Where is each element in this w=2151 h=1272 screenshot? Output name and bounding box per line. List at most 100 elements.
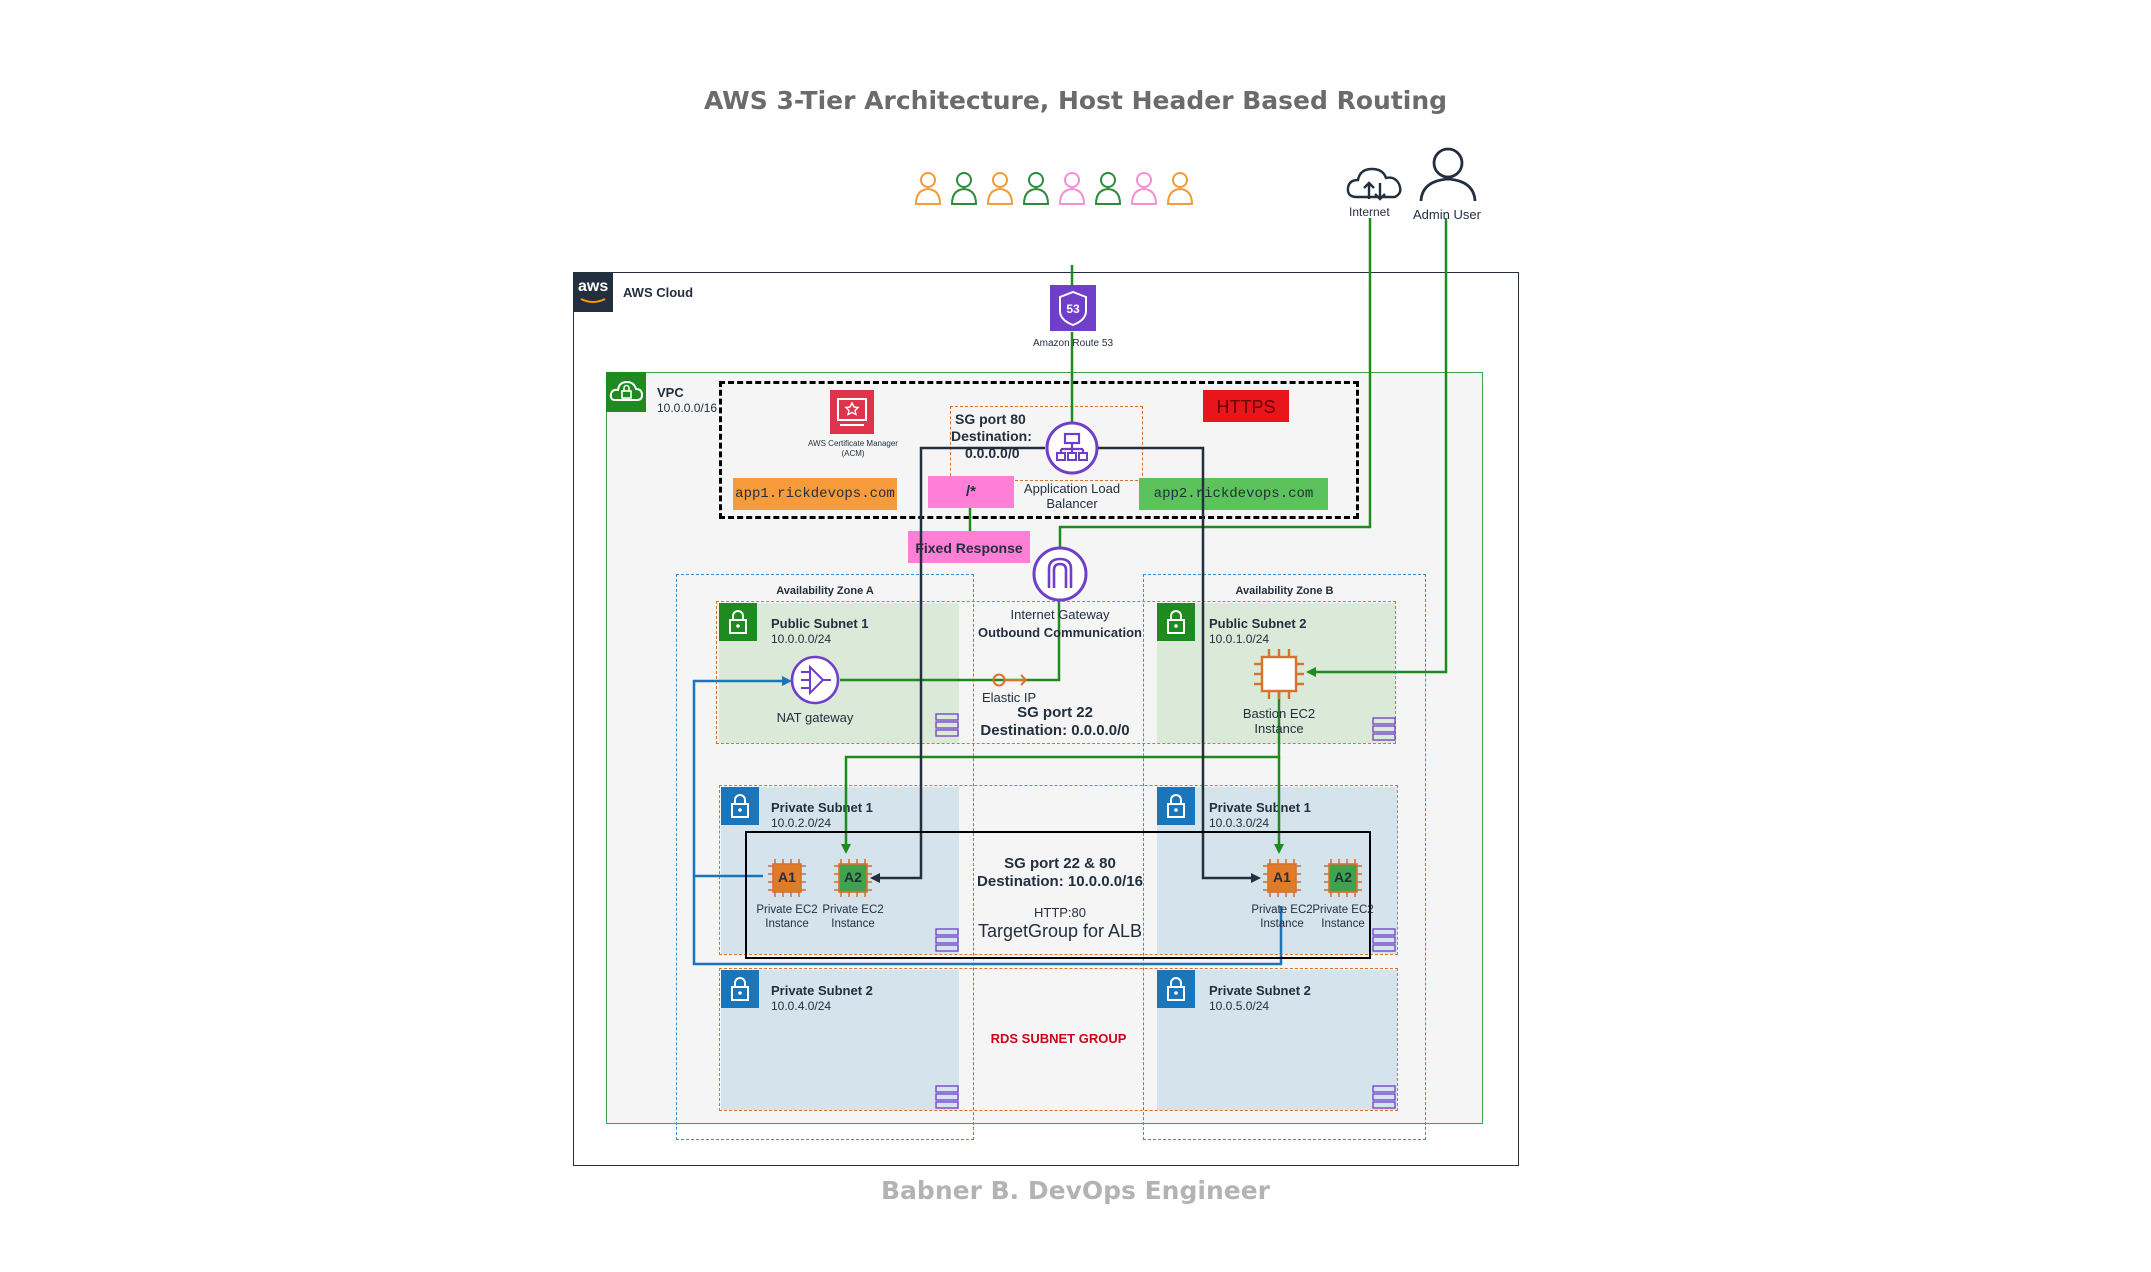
outbound-label: Outbound Communication (978, 625, 1142, 640)
admin-to-bastion-line (1310, 218, 1448, 674)
author-footer: Babner B. DevOps Engineer (881, 1176, 1270, 1205)
rds-subnet-group-label: RDS SUBNET GROUP (990, 1031, 1127, 1046)
private-subnet-1a-cidr: 10.0.2.0/24 (771, 816, 832, 830)
users-group (912, 170, 1202, 206)
ec2-badge-label: A1 (778, 869, 796, 885)
private-subnet-2a (721, 970, 959, 1110)
user-icon (950, 172, 978, 205)
acm-label: AWS Certificate Manager (ACM) (808, 439, 898, 458)
igw-to-nat-line (840, 600, 1061, 682)
private-subnet-2a-cidr: 10.0.4.0/24 (771, 999, 832, 1013)
private-subnet-2-band (719, 968, 1398, 1111)
ec2-badge-label: A1 (1273, 869, 1291, 885)
ec2-label-line2: Instance (831, 918, 875, 930)
public-subnet-1-name: Public Subnet 1 (771, 616, 869, 631)
acm-certificate-icon (830, 390, 874, 434)
diagram-title: AWS 3-Tier Architecture, Host Header Bas… (703, 86, 1448, 115)
private-subnet-1a-name: Private Subnet 1 (771, 800, 873, 815)
private-to-nat-line (692, 679, 1283, 966)
private-subnet-1a-lock-icon (721, 787, 759, 825)
elastic-ip-label: Elastic IP (982, 690, 1037, 705)
target-group-label: TargetGroup for ALB (977, 921, 1143, 941)
availability-zone-a (676, 574, 974, 1140)
private-ec2-a2-zone-b: A2 (1323, 858, 1363, 898)
ec2-label-line1: Private EC2 (1312, 904, 1374, 916)
ec2-label-line1: Private EC2 (1251, 904, 1313, 916)
user-icon (1130, 172, 1158, 205)
vpc-icon (606, 372, 646, 412)
ec2-badge-label: A2 (1334, 869, 1352, 885)
users-icons (914, 172, 1194, 205)
internet-to-igw-line (1058, 218, 1372, 550)
internet-label: Internet (1349, 205, 1390, 219)
sg-port-80-box (950, 406, 1143, 481)
route-app2: app2.rickdevops.com (1139, 478, 1328, 510)
aws-logo-icon: aws (573, 272, 613, 312)
fixed-response: Fixed Response (908, 531, 1030, 563)
user-icon (1022, 172, 1050, 205)
route53-badge: 53 (1066, 302, 1080, 316)
private-subnet-2b-cidr: 10.0.5.0/24 (1209, 999, 1270, 1013)
private-subnet-2b (1157, 970, 1397, 1110)
application-load-balancer-icon (1045, 421, 1099, 475)
https-badge: HTTPS (1203, 390, 1289, 422)
nat-gateway-label: NAT gateway (776, 710, 854, 725)
alb-to-a2-line (876, 446, 1045, 880)
vpc-cidr: 10.0.0.0/16 (657, 401, 718, 415)
private-ec2-a2-zone-a: A2 (833, 858, 873, 898)
public-subnet-2-lock-icon (1157, 603, 1195, 641)
availability-zone-b (1143, 574, 1426, 1140)
private-ec2-a1-zone-b: A1 (1262, 858, 1302, 898)
route-default: /* (928, 476, 1014, 508)
internet-icon (1345, 163, 1405, 205)
user-icon (914, 172, 942, 205)
sg80-line1: SG port 80 (955, 411, 1026, 427)
igw-label: Internet Gateway (1010, 607, 1110, 622)
database-icon (935, 713, 959, 737)
alb-to-b1-line (1098, 446, 1255, 880)
database-icon (1372, 717, 1396, 741)
ec2-label-line1: Private EC2 (822, 904, 884, 916)
private-subnet-2a-lock-icon (721, 970, 759, 1008)
admin-user-label: Admin User (1413, 207, 1481, 222)
bastion-label-2: Instance (1254, 721, 1304, 736)
nat-gateway-icon (790, 655, 840, 705)
sg22-80-line1: SG port 22 & 80 (1004, 855, 1116, 872)
aws-logo-text: aws (578, 278, 609, 295)
private-subnet-2b-lock-icon (1157, 970, 1195, 1008)
private-subnet-1b-lock-icon (1157, 787, 1195, 825)
aws-cloud-boundary (573, 272, 1519, 1166)
public-subnet-2-cidr: 10.0.1.0/24 (1209, 632, 1270, 646)
alb-label-1: Application Load (1023, 481, 1121, 496)
user-icon (1166, 172, 1194, 205)
private-subnet-2b-name: Private Subnet 2 (1209, 983, 1311, 998)
database-icon (1372, 1085, 1396, 1109)
user-icon (986, 172, 1014, 205)
ec2-label-line2: Instance (1260, 918, 1304, 930)
public-subnet-2-name: Public Subnet 2 (1209, 616, 1307, 631)
public-subnet-1-lock-icon (719, 603, 757, 641)
alb-listener-boundary (719, 381, 1359, 519)
ec2-chip-icon (1263, 859, 1301, 897)
sg22-line2: Destination: 0.0.0.0/0 (980, 722, 1130, 739)
ec2-label-line2: Instance (765, 918, 809, 930)
private-subnet-1b-cidr: 10.0.3.0/24 (1209, 816, 1270, 830)
ec2-label-line2: Instance (1321, 918, 1365, 930)
route53-label: Amazon Route 53 (1032, 338, 1114, 349)
elastic-ip-icon (992, 673, 1028, 687)
private-subnet-2a-name: Private Subnet 2 (771, 983, 873, 998)
sg22-80-line2: Destination: 10.0.0.0/16 (977, 873, 1143, 890)
ec2-badge-label: A2 (844, 869, 862, 885)
target-group-proto: HTTP:80 (1033, 905, 1086, 920)
az-b-label: Availability Zone B (1235, 585, 1334, 597)
database-icon (935, 928, 959, 952)
user-icon (1058, 172, 1086, 205)
bastion-label-1: Bastion EC2 (1242, 706, 1316, 721)
private-subnet-1-band (719, 785, 1398, 955)
alb-label-2: Balancer (1046, 496, 1098, 511)
private-ec2-a1-zone-a: A1 (767, 858, 807, 898)
sg80-line2: Destination: (951, 428, 1032, 444)
internet-gateway-icon (1032, 546, 1088, 602)
bastion-ec2-icon (1254, 649, 1304, 699)
aws-cloud-label: AWS Cloud (623, 285, 694, 300)
